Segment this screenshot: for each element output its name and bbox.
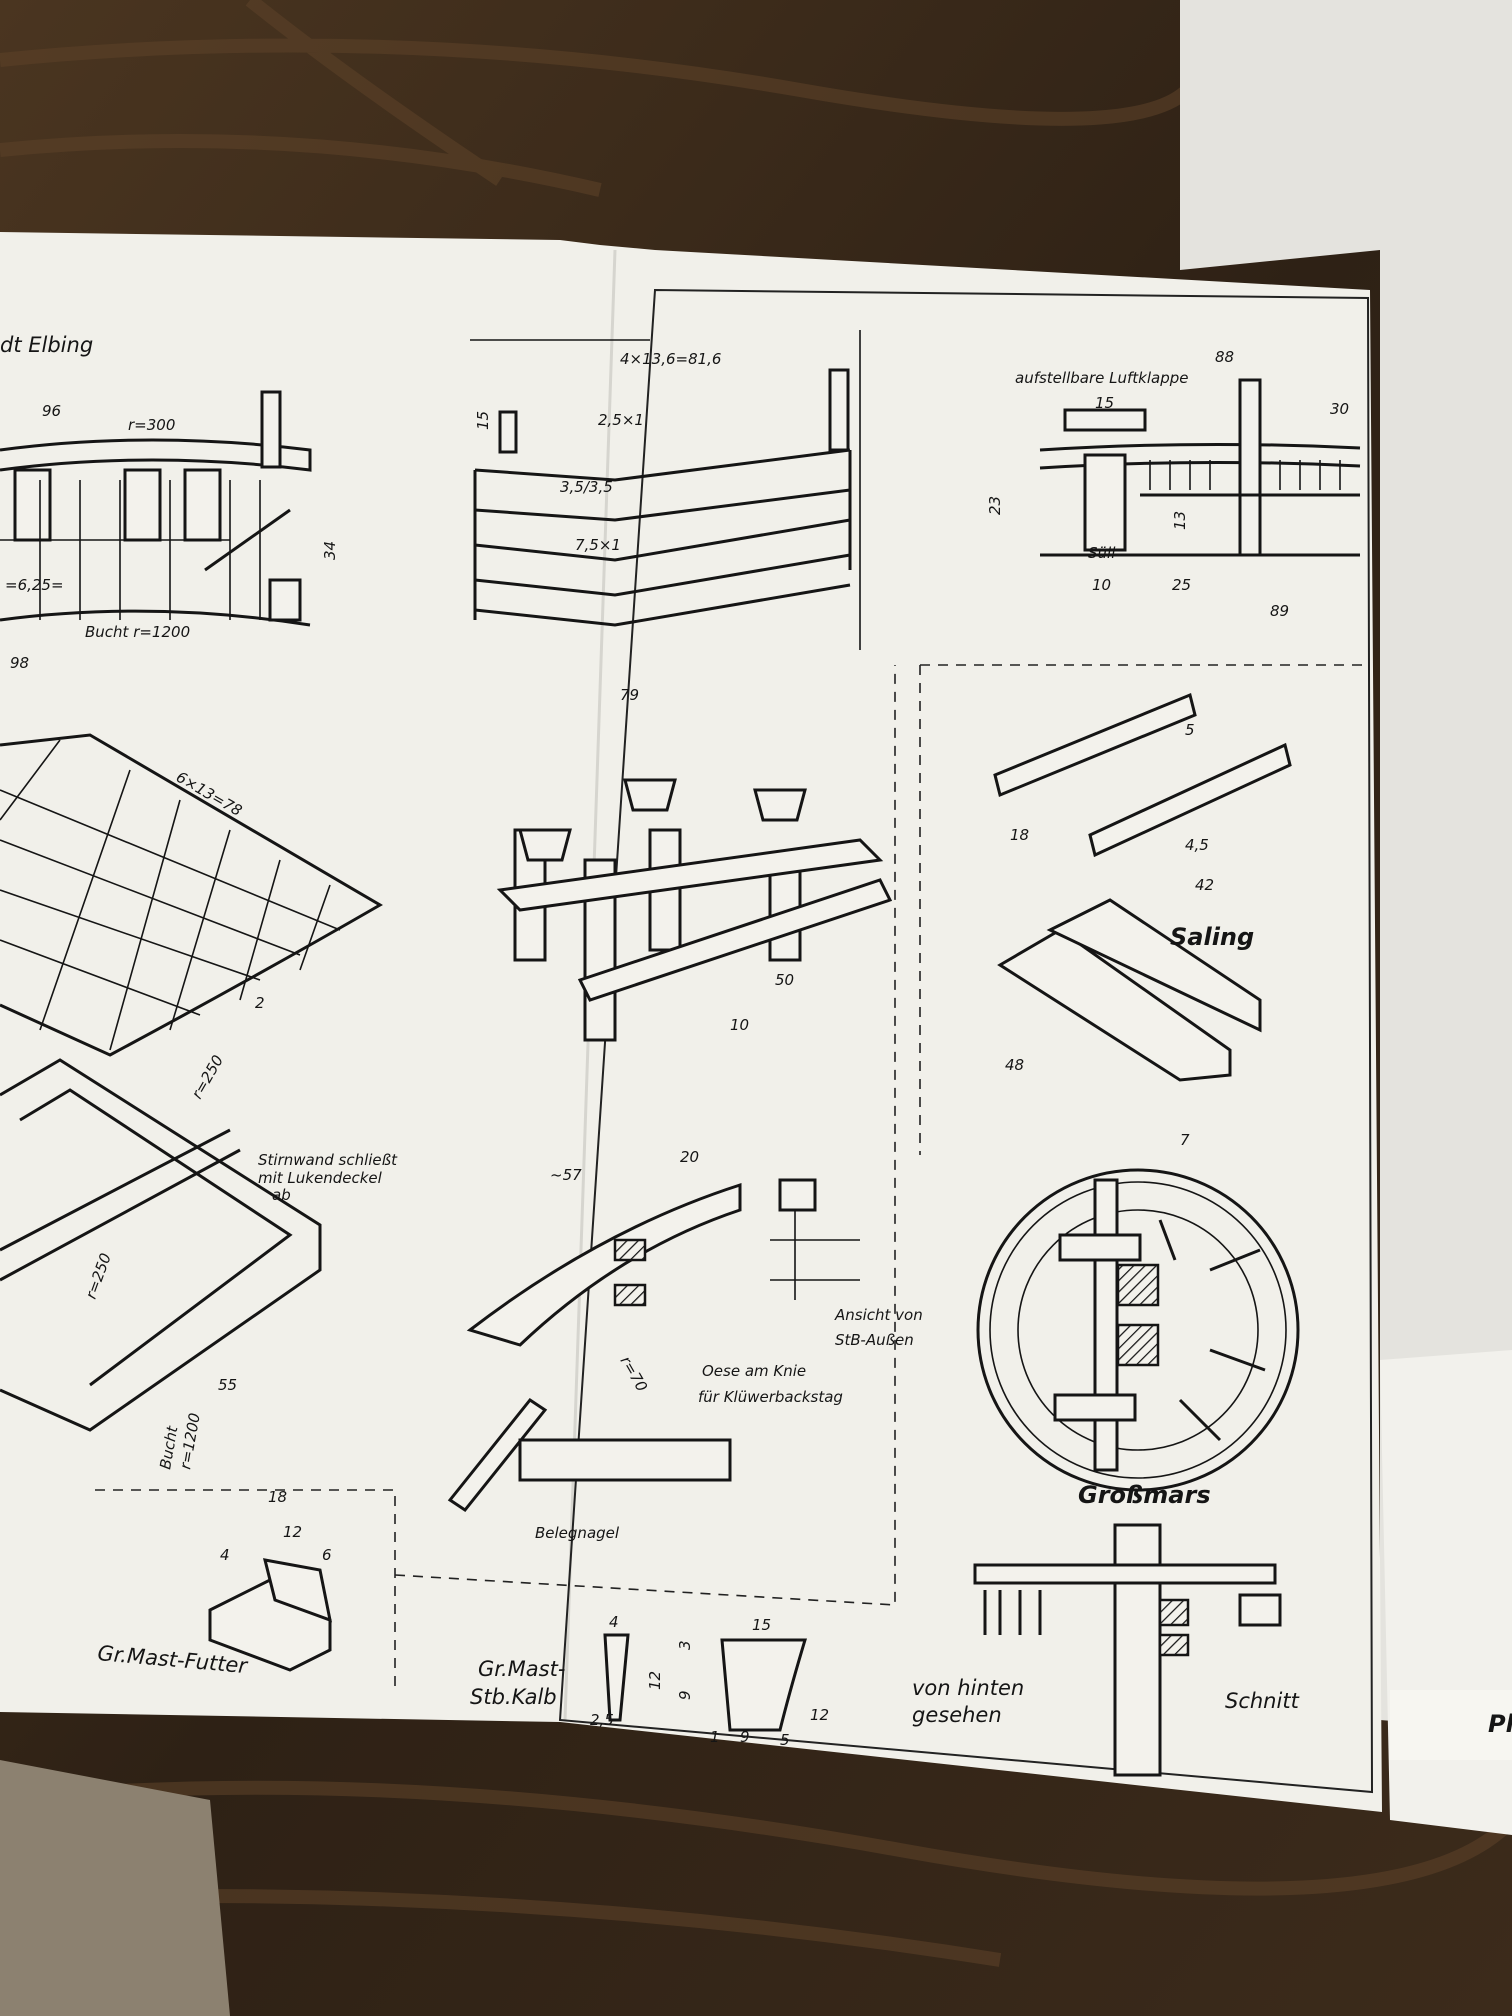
dim-label: 5 [1185, 721, 1195, 739]
dim-label: 42 [1195, 876, 1214, 894]
dim-label: Bucht r=1200 [85, 623, 190, 641]
dim-label: 98 [10, 654, 29, 672]
dim-label: 88 [1215, 348, 1234, 366]
stirnwand-label: Stirnwand schließt [258, 1151, 398, 1169]
dim-label: 6 [322, 1546, 332, 1564]
dim-label: 4×13,6=81,6 [620, 350, 721, 368]
dim-label: 96 [42, 402, 61, 420]
dim-label: 5 [780, 1731, 790, 1749]
dim-label: 18 [1010, 826, 1029, 844]
ansicht-label: StB-Außen [835, 1331, 914, 1349]
dim-label: 4,5 [1185, 836, 1209, 854]
stirnwand-label: mit Lukendeckel [258, 1169, 383, 1187]
mast-futter-drawing [95, 1489, 396, 1690]
section-border [394, 665, 896, 1606]
dim-label: 3 [676, 1640, 694, 1650]
dim-label: 9 [740, 1728, 750, 1746]
dim-label: 12 [646, 1671, 664, 1690]
dim-label: 48 [1005, 1056, 1024, 1074]
hatch-grating-drawing [0, 733, 383, 1432]
bow-bulkhead-drawing [470, 330, 861, 650]
knee-drawing [447, 1178, 860, 1513]
hinten-label: gesehen [912, 1703, 1002, 1727]
hinten-label: von hinten [912, 1676, 1024, 1700]
plan-border [558, 288, 1374, 1794]
side-sheet [1180, 0, 1512, 1730]
plan-title: dt Elbing [0, 333, 93, 357]
dim-label: 18 [268, 1488, 287, 1506]
saling-label: Saling [1170, 923, 1254, 951]
dim-label: 2,5×1 [598, 411, 644, 429]
oese-label: Oese am Knie [702, 1362, 806, 1380]
oese-label: für Klüwerbackstag [698, 1388, 843, 1406]
dim-label: 30 [1330, 400, 1349, 418]
wood-grain [0, 0, 1512, 1967]
dim-label: 20 [680, 1148, 699, 1166]
companionway-drawing [1039, 378, 1361, 557]
dim-label: 12 [283, 1523, 302, 1541]
dim-label: 10 [1092, 576, 1111, 594]
dim-label: 7 [1180, 1131, 1190, 1149]
mast-kalb-label: Stb.Kalb [470, 1685, 557, 1709]
dim-label: 50 [775, 971, 794, 989]
dim-label: 3,5/3,5 [560, 478, 613, 496]
side-sheet-label-box [1390, 1690, 1512, 1760]
dim-label: 2,5 [590, 1711, 614, 1729]
dim-label: 25 [1172, 576, 1191, 594]
dim-label: =6,25= [5, 576, 64, 594]
grossmars-drawing [976, 1168, 1300, 1492]
dim-label: 12 [810, 1706, 829, 1724]
dim-label: 89 [1270, 602, 1289, 620]
dim-label: 15 [1095, 394, 1114, 412]
dim-label: 10 [730, 1016, 749, 1034]
dim-label: 4 [609, 1613, 619, 1631]
grossmars-label: Großmars [1078, 1481, 1211, 1509]
stirnwand-label: ab [272, 1186, 291, 1204]
ansicht-label: Ansicht von [834, 1306, 923, 1324]
dim-label: Süll [1088, 544, 1116, 562]
schnitt-label: Schnitt [1225, 1689, 1300, 1713]
stern-bulkhead-drawing [0, 390, 312, 627]
dim-label: 23 [986, 496, 1004, 515]
luftklappe-label: aufstellbare Luftklappe [1015, 369, 1188, 387]
dim-label: 7,5×1 [575, 536, 621, 554]
dim-label: 15 [752, 1616, 771, 1634]
plan-sheet [0, 232, 1382, 1812]
saling-drawing [919, 664, 1365, 1155]
bitts-drawing [496, 778, 893, 1042]
dim-label: ~57 [550, 1166, 582, 1184]
dim-label: 9 [676, 1690, 694, 1700]
dim-label: 13 [1171, 511, 1189, 530]
dim-label: 34 [321, 541, 339, 560]
mast-section-drawing [973, 1523, 1282, 1777]
dim-label: 15 [474, 411, 492, 430]
mast-kalb-drawing [603, 1633, 808, 1732]
floor-corner [0, 1760, 230, 2016]
dim-label: 55 [218, 1376, 237, 1394]
side-sheet-lower [1380, 1350, 1512, 1835]
side-sheet-label: Pl [1488, 1710, 1512, 1738]
dim-label: r=300 [128, 416, 175, 434]
mast-kalb-label: Gr.Mast- [478, 1657, 565, 1681]
belegnagel-label: Belegnagel [535, 1524, 620, 1542]
dim-label: 1 [710, 1728, 720, 1746]
dim-label: 4 [220, 1546, 230, 1564]
dim-label: 2 [255, 994, 265, 1012]
dim-label: 79 [620, 686, 639, 704]
